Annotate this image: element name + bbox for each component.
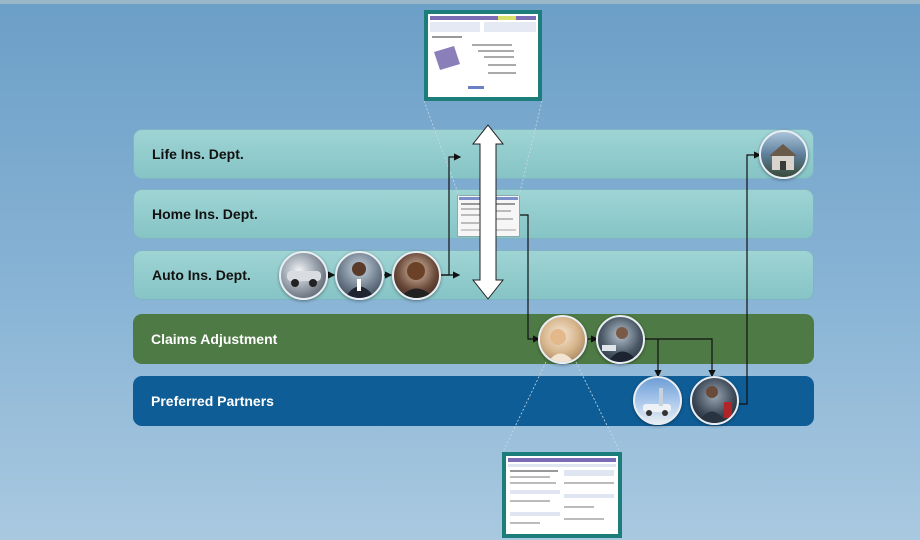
body-shop-photo-icon bbox=[633, 376, 682, 425]
web-portal-screenshot-top bbox=[424, 10, 542, 101]
claims-page-icon bbox=[506, 456, 618, 534]
lane-label: Home Ins. Dept. bbox=[152, 206, 258, 222]
projection-lines bbox=[423, 100, 621, 453]
lane-label: Life Ins. Dept. bbox=[152, 146, 244, 162]
inspector-photo-icon bbox=[596, 315, 645, 364]
mechanic-photo-icon bbox=[690, 376, 739, 425]
lane-label: Claims Adjustment bbox=[151, 331, 278, 347]
house-photo-icon bbox=[759, 130, 808, 179]
claims-adjuster-photo-icon bbox=[538, 315, 587, 364]
lane-label: Auto Ins. Dept. bbox=[152, 267, 251, 283]
car-photo-icon bbox=[279, 251, 328, 300]
up-down-arrow-icon bbox=[471, 124, 505, 300]
web-portal-screenshot-bottom bbox=[502, 452, 622, 538]
agent-on-phone-photo-icon bbox=[335, 251, 384, 300]
lane-auto-ins-dept: Auto Ins. Dept. bbox=[133, 250, 814, 300]
customer-service-photo-icon bbox=[392, 251, 441, 300]
lane-life-ins-dept: Life Ins. Dept. bbox=[133, 129, 814, 179]
arrow-right-icon bbox=[328, 151, 762, 405]
top-border bbox=[0, 0, 920, 4]
portal-page-icon bbox=[428, 14, 538, 97]
lane-label: Preferred Partners bbox=[151, 393, 274, 409]
